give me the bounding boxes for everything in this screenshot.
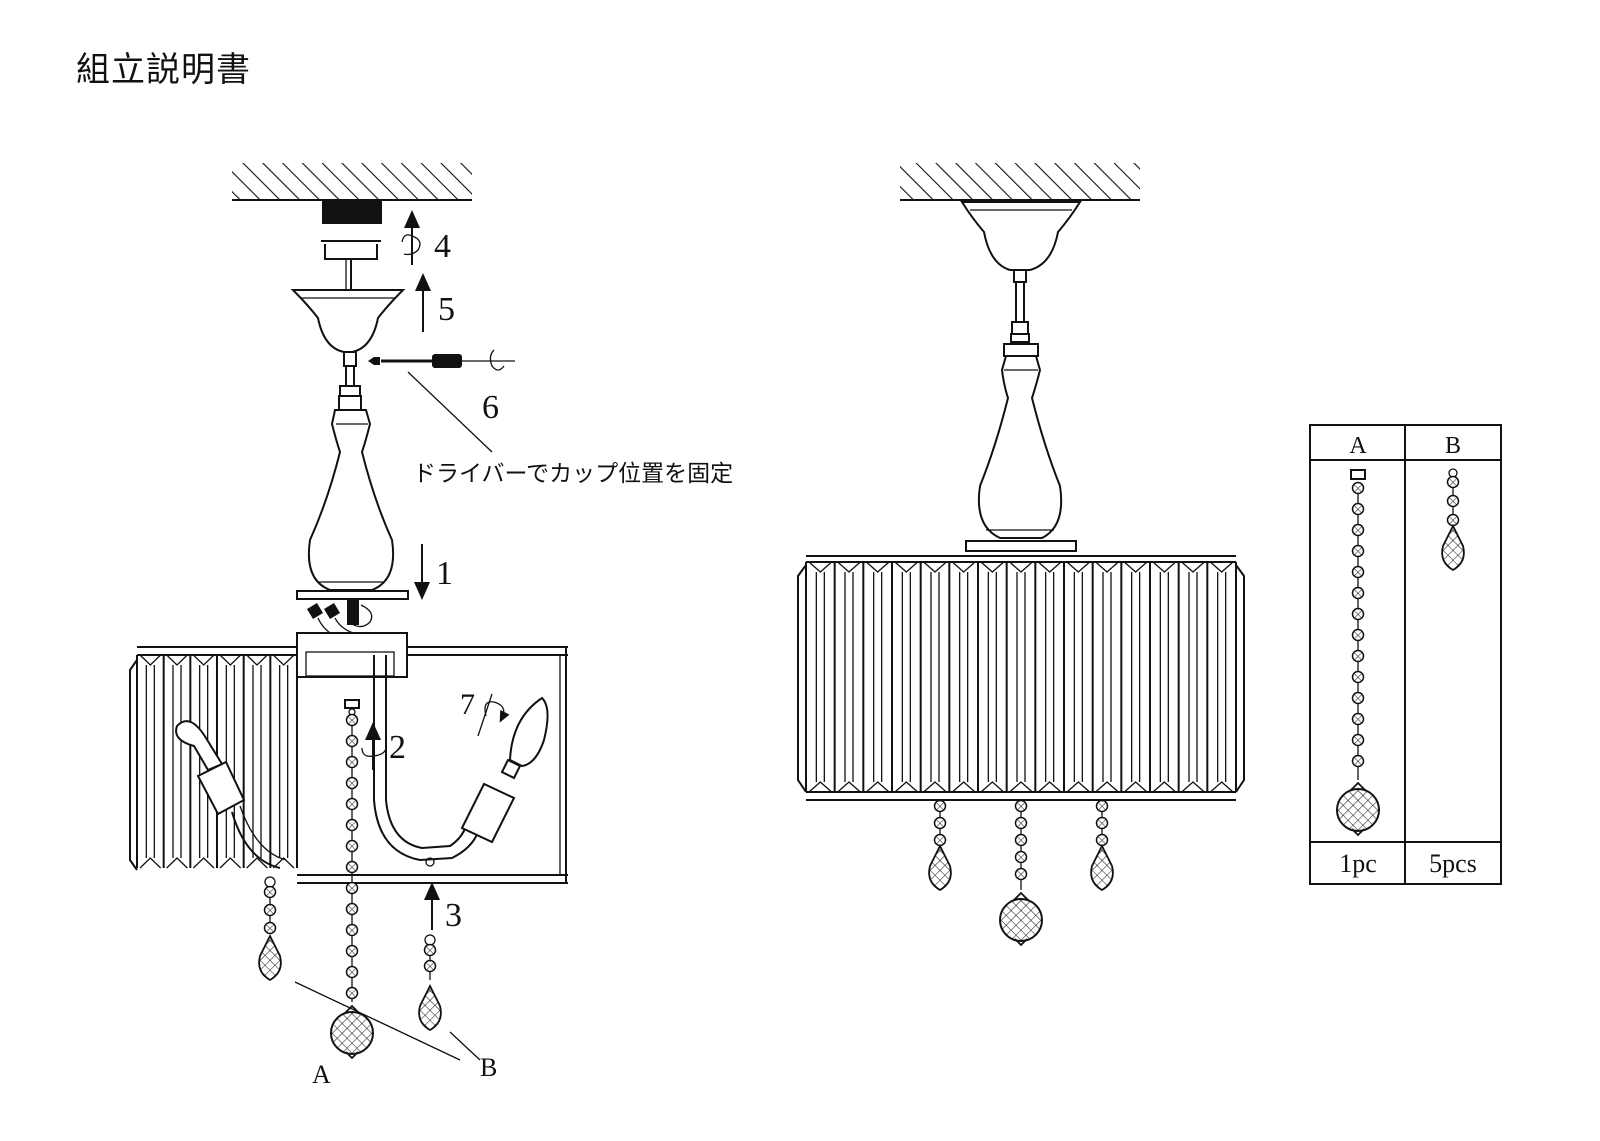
prism-drum [797, 555, 1245, 801]
pendant-b-left [264, 876, 276, 888]
step-3-label: 3 [445, 897, 462, 934]
ceiling-left [232, 163, 472, 201]
chain-b-loose [423, 943, 437, 980]
drop-b-loose [418, 985, 442, 1031]
mounting-block [322, 201, 382, 224]
canopy-cup [290, 289, 406, 353]
candle-arm [373, 655, 549, 867]
lamp-stem [308, 351, 394, 591]
callout-a-label: A [312, 1060, 331, 1089]
step-7-label: 7 [460, 688, 475, 721]
parts-header-b: B [1445, 433, 1461, 459]
step-6-label: 6 [482, 389, 499, 426]
stem-assembled [965, 343, 1077, 552]
step-4-label: 4 [434, 228, 451, 265]
pendant-a-exploded [344, 699, 360, 716]
frame-left [296, 632, 568, 884]
pendants-assembled [928, 799, 1114, 946]
chain-b-left [263, 885, 277, 935]
step-7-arrow [477, 693, 510, 737]
top-plate [296, 590, 409, 600]
callout-lines [294, 981, 481, 1061]
parts-qty-b: 5pcs [1429, 849, 1477, 878]
callout-b-label: B [480, 1053, 497, 1082]
ceiling-right [900, 163, 1140, 201]
pendant-b-loose [424, 934, 436, 946]
step-4-arrow [401, 210, 421, 265]
chain-a [345, 713, 359, 1002]
screwdriver-caption: ドライバーでカップ位置を固定 [413, 461, 734, 487]
screwdriver-icon [368, 349, 515, 371]
step-5-label: 5 [438, 291, 455, 328]
ball-a-exploded [330, 1005, 374, 1059]
parts-qty-a: 1pc [1339, 849, 1377, 878]
page-title: 組立説明書 [76, 50, 251, 90]
step-1-label: 1 [436, 555, 453, 592]
parts-table: A B 1pc 5pcs [1309, 424, 1502, 885]
part-b-illustration [1441, 468, 1465, 571]
parts-header-a: A [1349, 433, 1367, 459]
caption-leader [407, 371, 493, 453]
candle-socket-left [175, 720, 287, 869]
canopy-assembled [960, 201, 1082, 343]
assembled-view [797, 163, 1245, 946]
mounting-bracket [321, 240, 381, 290]
part-a-illustration [1336, 469, 1380, 836]
step-2-label: 2 [389, 729, 406, 766]
exploded-view: 4 5 6 1 [129, 163, 568, 1089]
drop-b-left [258, 935, 282, 981]
